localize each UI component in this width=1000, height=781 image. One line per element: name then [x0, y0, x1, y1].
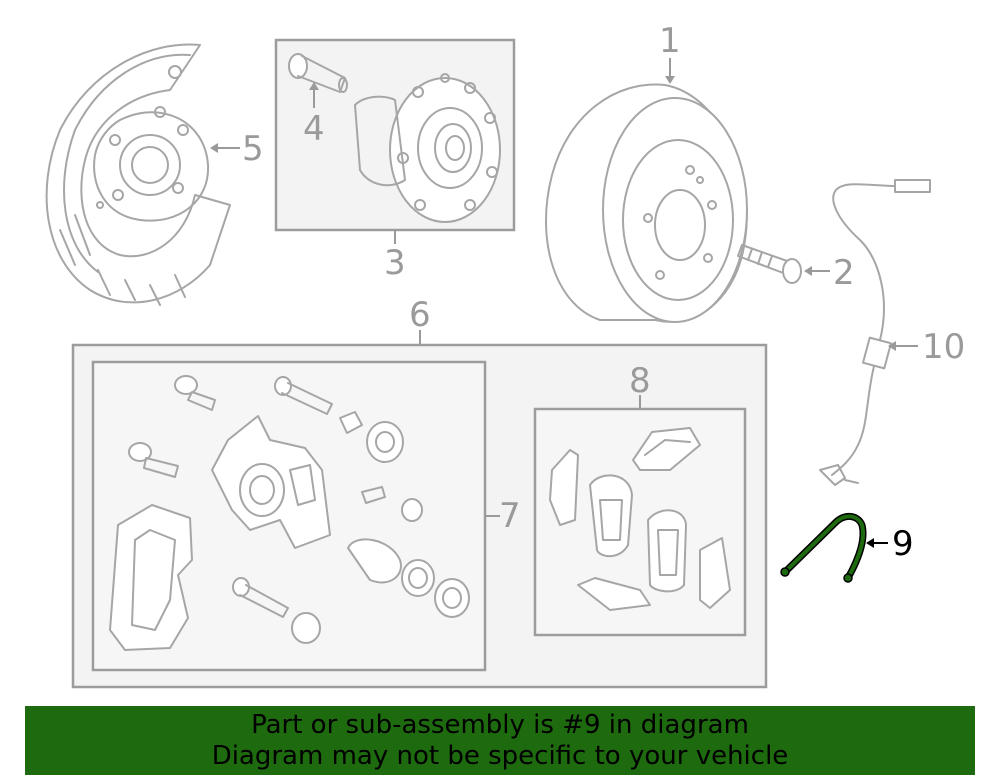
hub-bearing-part-3 [354, 73, 501, 223]
arrow-10 [888, 341, 896, 351]
callout-6: 6 [409, 295, 431, 335]
parts-diagram: 5 4 3 1 2 [45, 21, 965, 689]
caliper-part-7 [109, 375, 470, 651]
abs-sensor-part-10 [819, 179, 931, 486]
banner-line-2: Diagram may not be specific to your vehi… [211, 741, 789, 771]
rotor-screw-part-2 [737, 244, 802, 284]
arrow-5 [210, 143, 218, 153]
dust-shield-part-5 [45, 43, 231, 306]
brake-rotor-part-1 [545, 83, 748, 323]
arrow-4 [309, 82, 319, 90]
info-banner: Part or sub-assembly is #9 in diagram Di… [25, 706, 975, 775]
callout-1: 1 [659, 21, 681, 61]
brake-hose-clip-part-9-highlighted [780, 513, 867, 583]
arrow-2 [804, 266, 812, 276]
wheel-stud-part-4 [288, 53, 348, 93]
arrow-1 [665, 76, 675, 84]
callout-10: 10 [922, 327, 965, 367]
callout-7: 7 [499, 496, 521, 536]
callout-5: 5 [242, 129, 264, 169]
banner-line-1: Part or sub-assembly is #9 in diagram [251, 710, 749, 740]
callout-2: 2 [833, 253, 855, 293]
brake-pads-part-8 [549, 427, 731, 611]
callout-9: 9 [892, 524, 914, 564]
arrow-9 [866, 538, 874, 548]
callout-4: 4 [303, 109, 325, 149]
callout-8: 8 [629, 361, 651, 401]
callout-3: 3 [384, 243, 406, 283]
